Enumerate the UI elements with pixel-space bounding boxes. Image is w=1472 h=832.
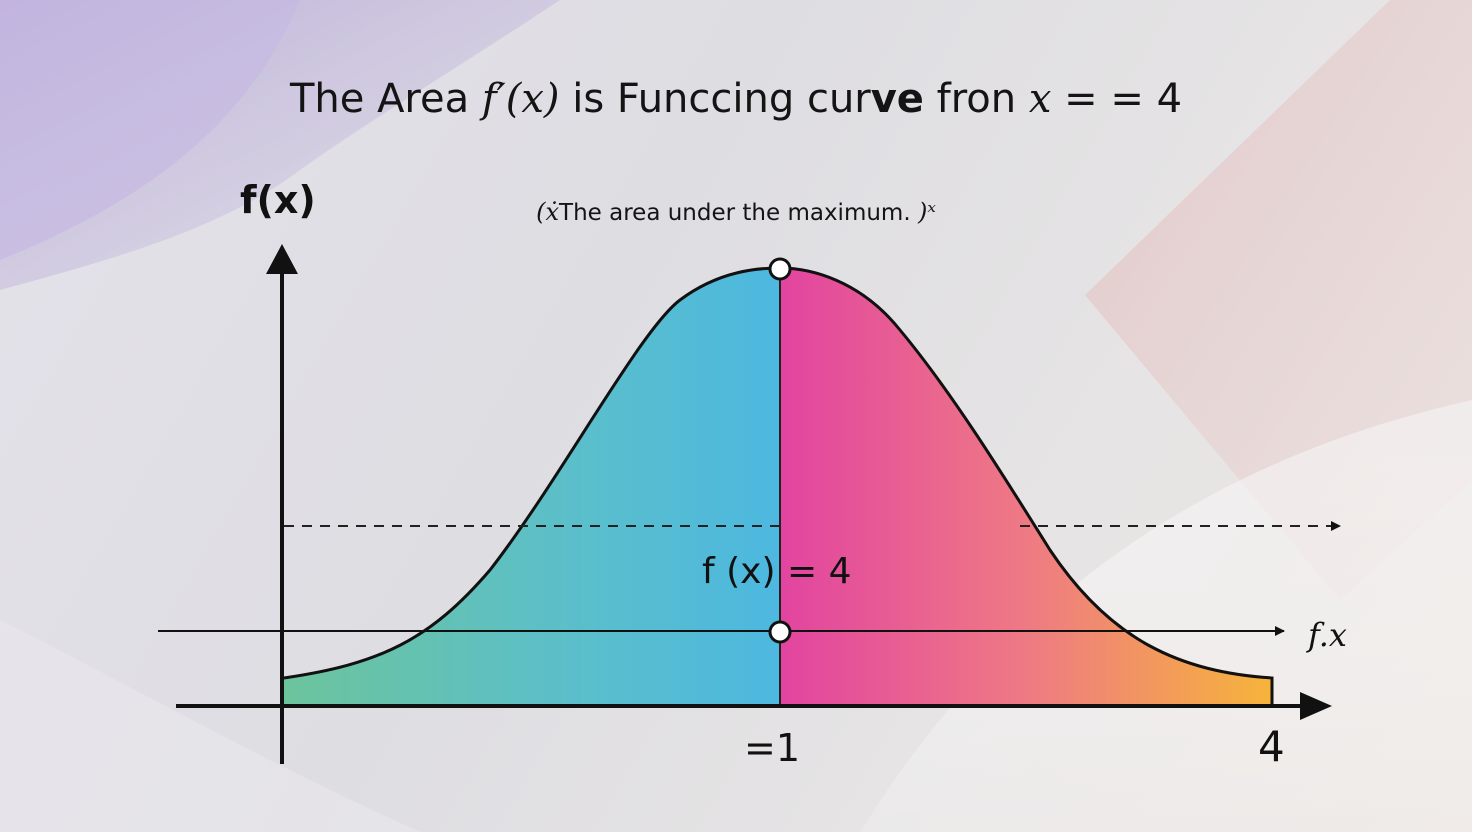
title-function: f′(x)	[481, 76, 560, 122]
subtitle: (ẋThe area under the maximum. )ˣ	[0, 198, 1472, 226]
fx-annotation: f (x) = 4	[702, 551, 852, 592]
y-axis-label: f(x)	[240, 178, 316, 222]
left-area-region	[284, 268, 780, 706]
bg-light-shape	[860, 400, 1472, 832]
title-part-1: The Area	[289, 76, 482, 122]
bg-lower-left-shape	[0, 620, 420, 832]
title-part-2: is Funccing cur	[559, 76, 871, 122]
tick-label-mid: =1	[744, 726, 801, 770]
x-axis-label: f.x	[1308, 616, 1347, 654]
intersection-point-marker	[768, 620, 792, 644]
title-part-4: = = 4	[1051, 76, 1183, 122]
title-variable: x	[1028, 76, 1052, 122]
x-axis-arrowhead	[1300, 692, 1332, 720]
bg-lilac-shape	[0, 0, 300, 260]
subtitle-text: The area under the maximum.	[559, 200, 911, 226]
title-bold-part: ve	[870, 76, 924, 122]
maximum-point-marker	[768, 257, 792, 281]
subtitle-left-glyph: (ẋ	[536, 198, 560, 226]
right-area-region	[780, 268, 1272, 706]
subtitle-right-glyph: )ˣ	[917, 198, 936, 226]
y-axis-arrowhead	[266, 244, 298, 274]
tick-label-end: 4	[1258, 722, 1285, 771]
title-part-3: fron	[923, 76, 1029, 122]
page-title: The Area f′(x) is Funccing curve fron x …	[0, 76, 1472, 122]
